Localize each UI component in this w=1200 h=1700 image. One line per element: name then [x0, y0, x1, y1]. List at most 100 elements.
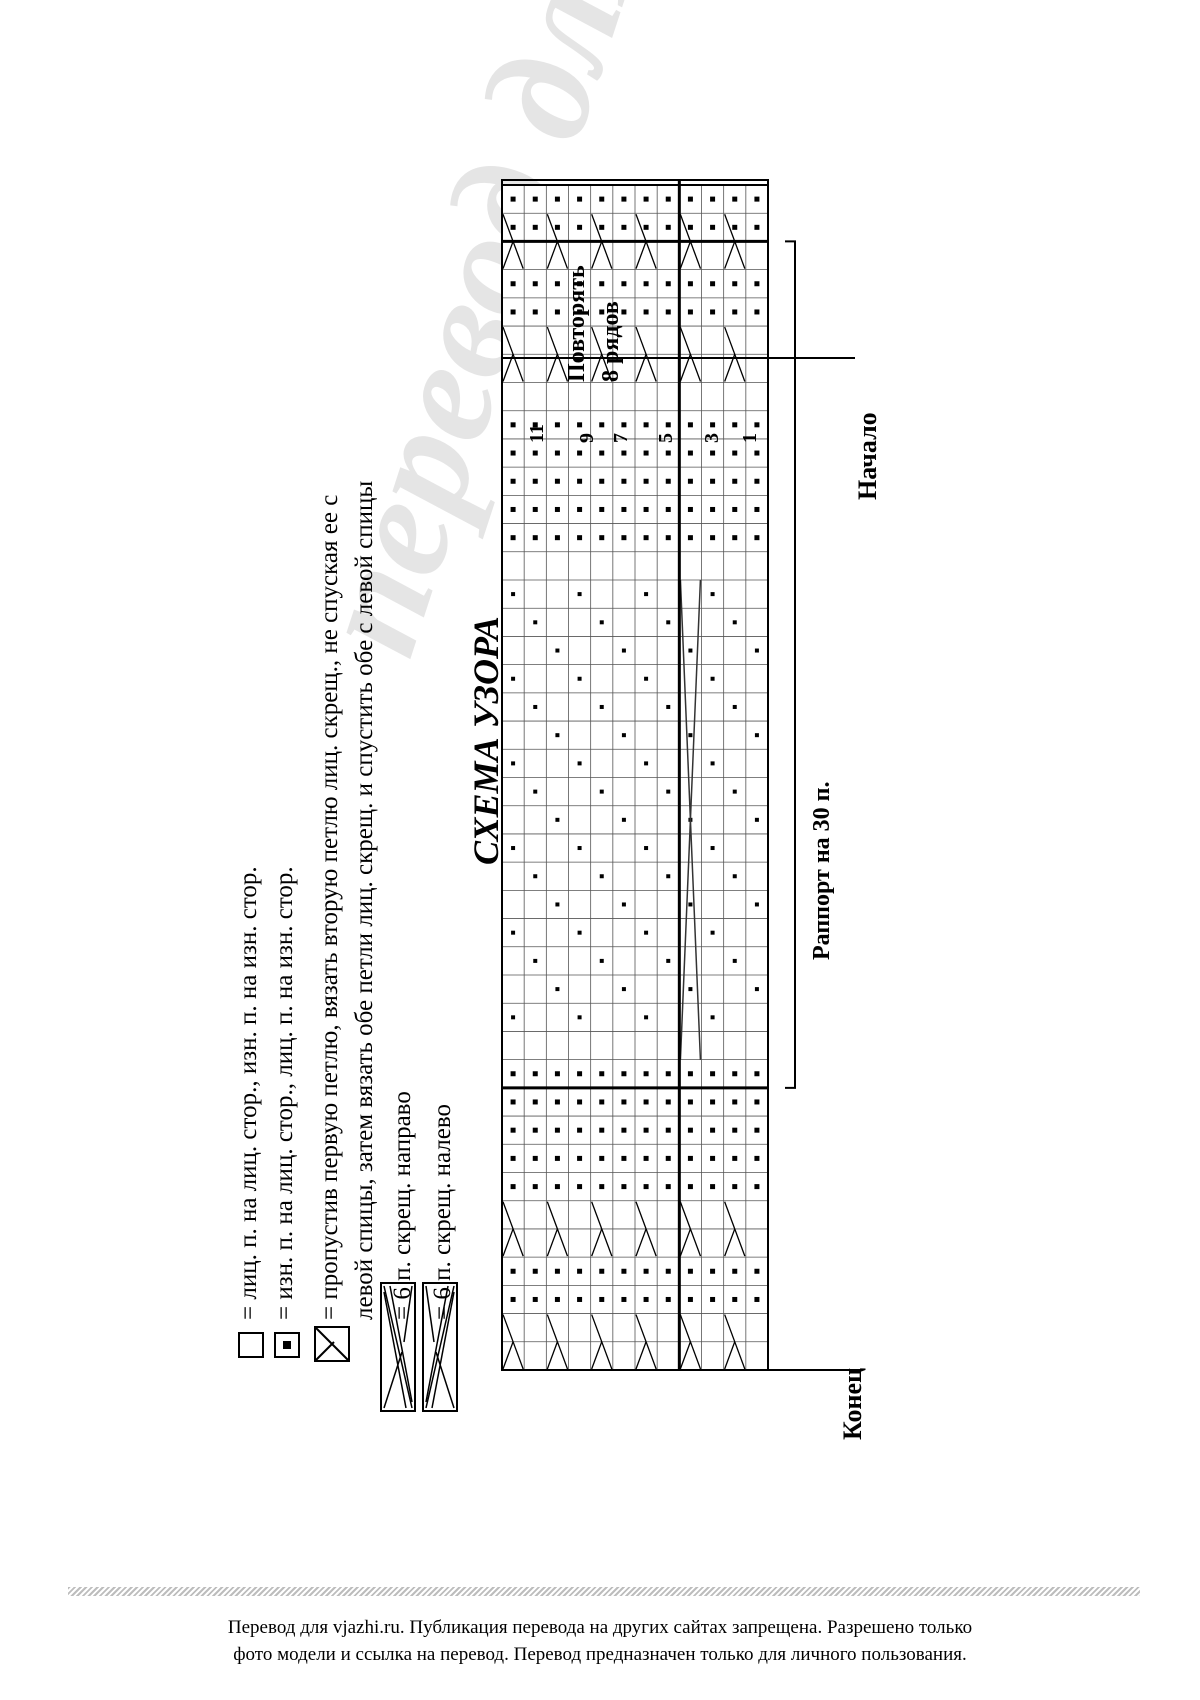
- cable-dot: [732, 704, 737, 709]
- cross-stitch-mark: [679, 1314, 702, 1370]
- cable-dot: [732, 789, 737, 794]
- row-number-1: 1: [739, 433, 761, 443]
- cable-dot: [754, 987, 759, 992]
- cable-cross-line: [679, 579, 702, 1060]
- purl-dot: [643, 1071, 649, 1077]
- purl-dot: [510, 478, 516, 484]
- cable-dot: [666, 789, 671, 794]
- cable-dot: [599, 789, 604, 794]
- purl-dot: [621, 506, 627, 512]
- purl-dot: [532, 422, 538, 428]
- purl-dot: [577, 450, 583, 456]
- purl-dot: [643, 1296, 649, 1302]
- purl-dot: [732, 1296, 738, 1302]
- cable-dot: [599, 620, 604, 625]
- purl-dot: [732, 422, 738, 428]
- purl-dot: [687, 196, 693, 202]
- cross-stitch-mark: [724, 1341, 736, 1370]
- cable-dot: [666, 874, 671, 879]
- purl-dot: [621, 1155, 627, 1161]
- purl-dot: [732, 309, 738, 315]
- cross-stitch-mark: [635, 241, 647, 269]
- purl-dot: [710, 196, 716, 202]
- purl-dot: [643, 309, 649, 315]
- cross-stitch-mark: [546, 241, 559, 269]
- row-number-box: [501, 179, 769, 359]
- purl-dot: [621, 422, 627, 428]
- purl-dot: [510, 1184, 516, 1190]
- chart-border: [501, 184, 769, 1371]
- purl-dot: [665, 535, 671, 541]
- purl-dot: [710, 1184, 716, 1190]
- purl-dot: [577, 1296, 583, 1302]
- purl-dot: [577, 309, 583, 315]
- purl-dot: [532, 1127, 538, 1133]
- cable-dot: [577, 761, 582, 766]
- purl-dot: [710, 478, 716, 484]
- cross-stitch-mark: [591, 326, 613, 382]
- cable-dot: [710, 930, 715, 935]
- cross-stitch-mark: [724, 1201, 746, 1257]
- purl-dot: [710, 281, 716, 287]
- purl-dot: [665, 1099, 671, 1105]
- purl-dot: [599, 1071, 605, 1077]
- rotated-chart-page: = лиц. п. на лиц. стор., изн. п. на изн.…: [190, 140, 1030, 1440]
- purl-dot: [732, 1155, 738, 1161]
- purl-dot: [754, 1127, 760, 1133]
- cross-stitch-mark: [546, 1228, 559, 1257]
- purl-dot: [643, 1155, 649, 1161]
- purl-dot: [621, 1296, 627, 1302]
- purl-dot: [510, 422, 516, 428]
- cable-dot: [621, 817, 626, 822]
- cross-stitch-mark: [679, 326, 702, 382]
- purl-dot: [510, 196, 516, 202]
- purl-dot: [599, 309, 605, 315]
- purl-dot: [687, 309, 693, 315]
- purl-dot: [687, 1099, 693, 1105]
- cross-stitch-mark: [679, 241, 692, 269]
- purl-dot: [687, 281, 693, 287]
- purl-dot: [754, 422, 760, 428]
- purl-dot: [532, 1268, 538, 1274]
- purl-dot: [665, 1071, 671, 1077]
- purl-dot: [687, 478, 693, 484]
- purl-dot: [754, 1268, 760, 1274]
- purl-dot: [532, 1296, 538, 1302]
- purl-dot: [532, 1155, 538, 1161]
- purl-dot: [754, 281, 760, 287]
- purl-dot: [665, 450, 671, 456]
- repeat-label: Повторять 8 рядов: [560, 265, 628, 382]
- purl-dot: [577, 1184, 583, 1190]
- purl-dot: [577, 1099, 583, 1105]
- purl-dot: [599, 1268, 605, 1274]
- purl-dot: [710, 1127, 716, 1133]
- purl-dot: [643, 478, 649, 484]
- purl-dot: [621, 1099, 627, 1105]
- row-number-9: 9: [576, 433, 598, 443]
- cable-dot: [688, 648, 693, 653]
- cable-dot: [577, 846, 582, 851]
- row-number-7: 7: [610, 433, 632, 443]
- purl-dot: [599, 1099, 605, 1105]
- purl-dot: [710, 1155, 716, 1161]
- purl-dot: [577, 535, 583, 541]
- purl-dot: [510, 1071, 516, 1077]
- cable-dot: [710, 846, 715, 851]
- cable-dot: [577, 592, 582, 597]
- purl-dot: [621, 196, 627, 202]
- cross-stitch-mark: [724, 326, 746, 382]
- cross-stitch-mark: [591, 1201, 613, 1257]
- purl-dot: [643, 224, 649, 230]
- purl-dot: [577, 478, 583, 484]
- cable-dot: [644, 930, 649, 935]
- cable-left-icon: [422, 1282, 458, 1412]
- purl-dot: [577, 1268, 583, 1274]
- cable-dot: [533, 958, 538, 963]
- cross-stitch-mark: [635, 1341, 647, 1370]
- purl-dot: [554, 196, 560, 202]
- purl-dot: [687, 1184, 693, 1190]
- cable-dot: [710, 592, 715, 597]
- purl-dot: [687, 1071, 693, 1077]
- purl-dot: [687, 224, 693, 230]
- purl-dot: [621, 450, 627, 456]
